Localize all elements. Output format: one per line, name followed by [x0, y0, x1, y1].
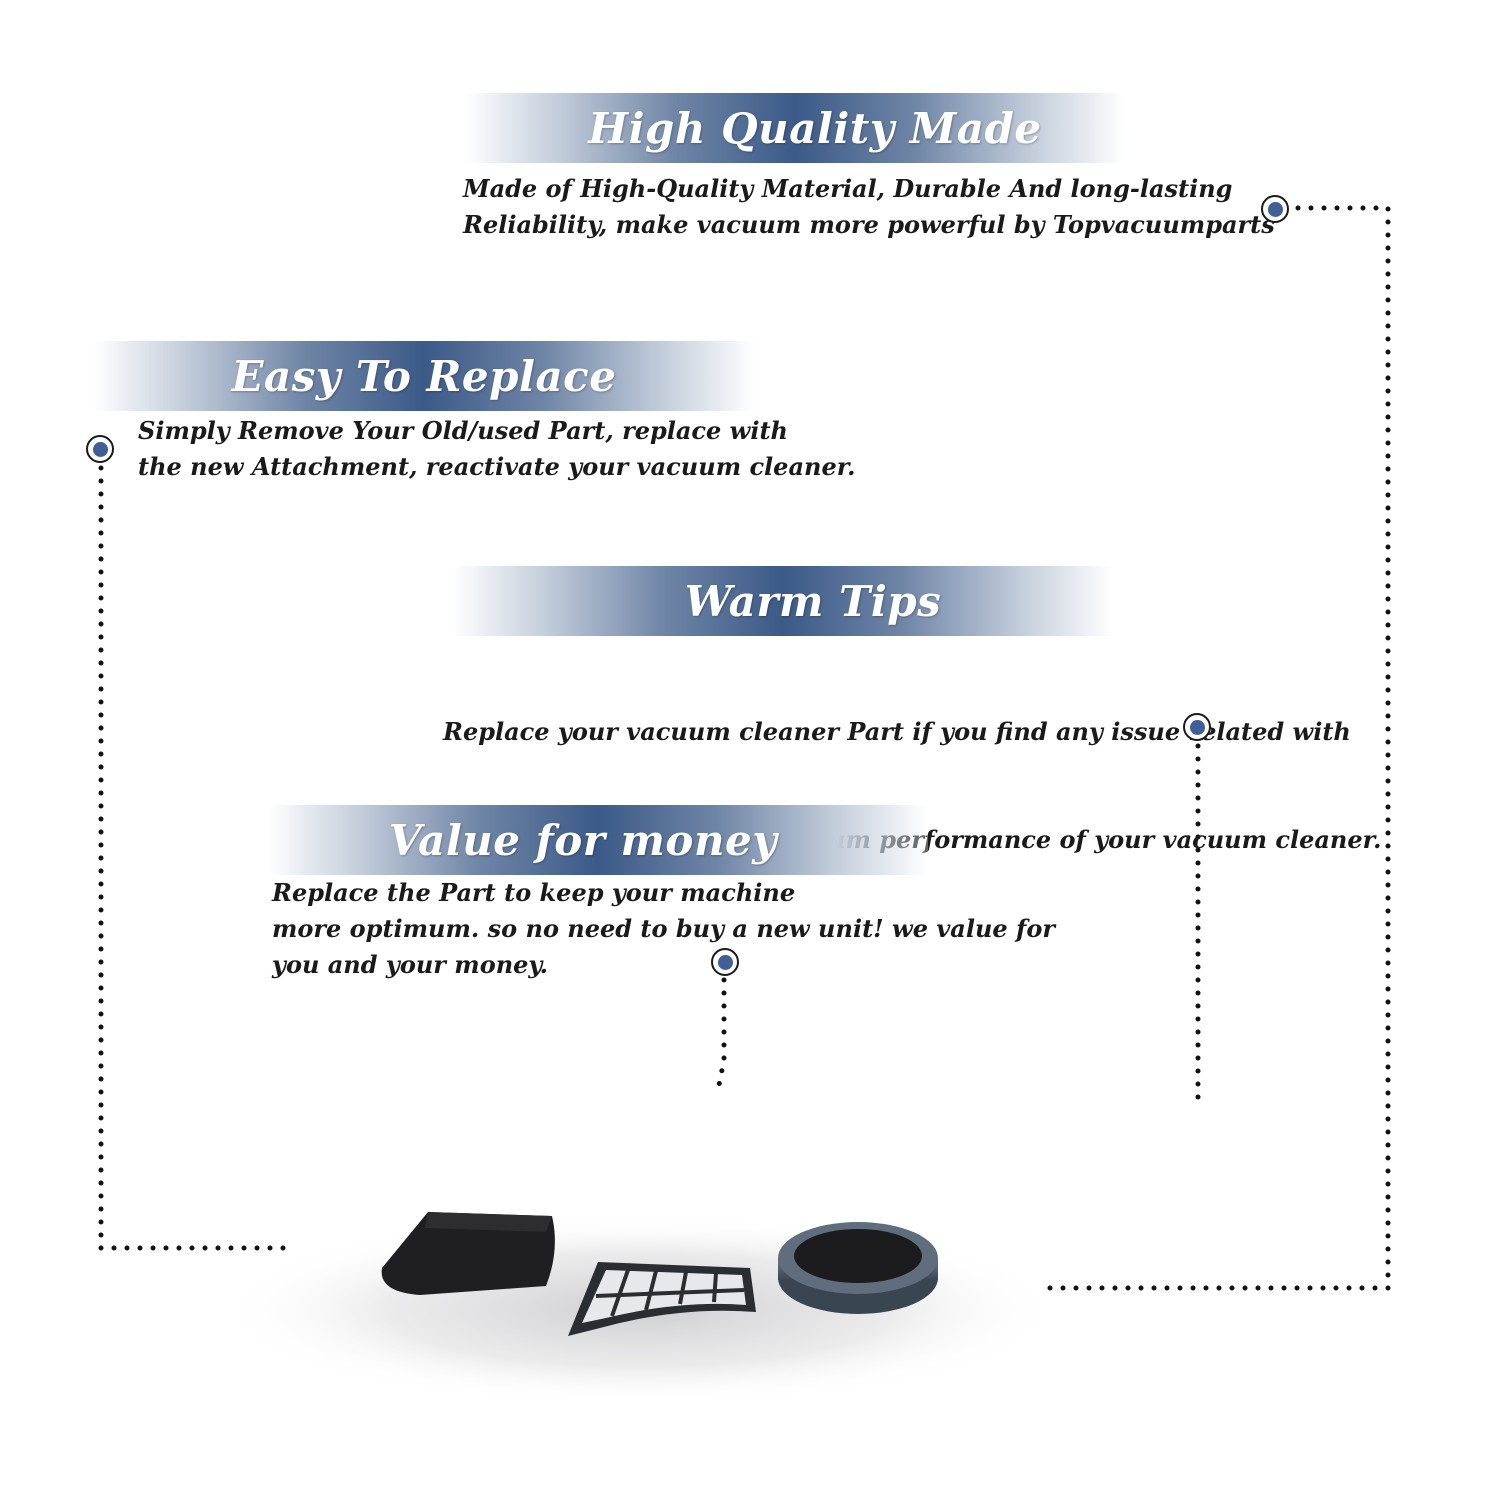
- description-line: Replace the Part to keep your machine: [272, 878, 796, 907]
- description-line: Made of High-Quality Material, Durable A…: [463, 174, 1233, 203]
- banner-warm-tips: Warm Tips: [453, 566, 1113, 636]
- marker-dot-icon: [711, 948, 739, 976]
- description-line: Reliability, make vacuum more powerful b…: [463, 210, 1275, 239]
- round-foam-filter-image: [778, 1222, 938, 1314]
- section-title: High Quality Made: [588, 103, 1042, 153]
- marker-dot-icon: [1183, 713, 1211, 741]
- section-title: Warm Tips: [684, 576, 942, 626]
- description-line: you and your money.: [272, 950, 548, 979]
- hepa-filter-image: [568, 1262, 756, 1336]
- marker-dot-icon: [86, 435, 114, 463]
- section-description-easy-replace: Simply Remove Your Old/used Part, replac…: [138, 413, 856, 485]
- section-title: Value for money: [388, 815, 778, 865]
- marker-dot-icon: [1261, 195, 1289, 223]
- description-line: more optimum. so no need to buy a new un…: [272, 914, 1055, 943]
- banner-value-money: Value for money: [268, 805, 928, 875]
- banner-easy-replace: Easy To Replace: [93, 341, 755, 411]
- section-description-high-quality: Made of High-Quality Material, Durable A…: [463, 171, 1275, 243]
- foam-filter-image: [381, 1212, 555, 1295]
- description-line: Simply Remove Your Old/used Part, replac…: [138, 416, 788, 445]
- banner-high-quality: High Quality Made: [465, 93, 1125, 163]
- section-description-value-money: Replace the Part to keep your machine mo…: [272, 875, 1055, 983]
- description-line: Replace your vacuum cleaner Part if you …: [443, 717, 1351, 746]
- description-line: the new Attachment, reactivate your vacu…: [138, 452, 856, 481]
- section-title: Easy To Replace: [231, 351, 617, 401]
